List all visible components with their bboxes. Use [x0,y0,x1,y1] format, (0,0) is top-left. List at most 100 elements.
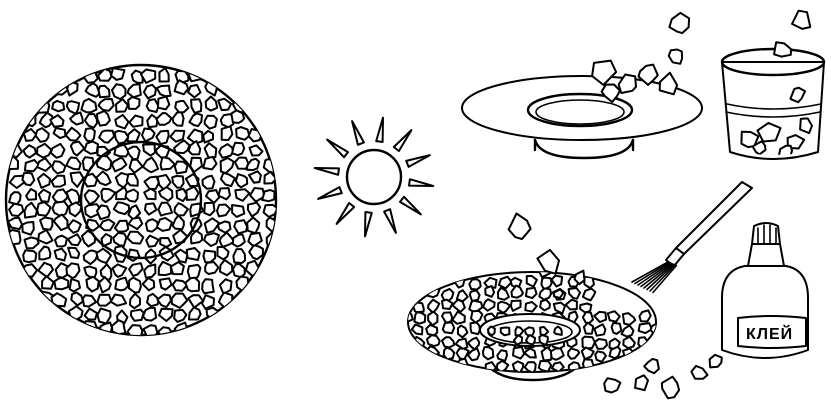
eggshell-piece [175,323,189,338]
eggshell-piece [233,249,245,263]
eggshell-piece [99,99,114,111]
sun-ray [384,209,396,233]
eggshell-piece [205,218,220,233]
eggshell-piece [26,189,36,200]
eggshell-piece [172,294,188,308]
eggshell-piece [37,144,51,158]
eggshell-piece [173,230,187,243]
sun-ray [365,212,372,236]
eggshell-piece [97,111,110,126]
eggshell-piece [231,110,244,123]
eggshell-piece [100,219,115,230]
eggshell-piece [206,190,219,203]
eggshell-piece [127,325,142,339]
eggshell-piece [157,218,172,231]
brush-bristles [632,262,676,293]
eggshell-piece [36,128,49,142]
eggshell-piece [127,147,139,160]
eggshell-piece [112,158,126,171]
eggshell-piece [710,355,722,368]
eggshell-piece [188,295,203,308]
eggshell-piece [539,361,551,372]
eggshell-piece [175,80,189,94]
eggshell-piece [204,233,219,246]
eggshell-piece [635,375,648,390]
eggshell-piece [131,310,144,321]
sun-ray [327,140,348,158]
eggshell-piece [97,249,112,263]
eggshell-piece [191,99,201,113]
eggshell-piece [42,276,54,289]
eggshell-piece [203,157,216,170]
eggshell-piece [70,279,80,291]
sun-ray [400,197,421,215]
eggshell-piece [111,68,125,80]
eggshell-piece [144,265,155,278]
eggshell-piece [604,378,620,392]
eggshell-piece [470,290,480,301]
sun-ray [394,130,412,151]
eggshell-piece [99,131,114,143]
sun-icon [315,118,434,237]
eggshell-piece [186,187,198,200]
eggshell-piece [247,159,260,170]
sun-ray [406,155,430,167]
eggshell-piece [132,71,143,83]
eggshell-piece [111,295,126,306]
eggshell-piece [52,101,64,111]
eggshell-piece [128,250,140,261]
eggshell-piece [68,248,79,258]
eggshell-piece [144,85,156,99]
eggshell-piece [113,264,127,277]
eggshell-piece [127,174,138,186]
eggshell-piece [52,176,65,187]
eggshell-piece [525,327,534,335]
eggshell-piece [174,310,186,322]
eggshell-piece [205,116,217,129]
eggshell-piece [22,173,34,186]
eggshell-piece [9,192,21,204]
eggshell-piece [156,131,168,144]
eggshell-piece [69,220,81,233]
sun-ray [318,187,342,199]
eggshell-piece [583,312,593,323]
eggshell-piece [582,337,595,349]
eggshell-piece [204,203,214,216]
eggshell-piece [98,309,111,324]
eggshell-piece [220,279,232,294]
eggshell-piece [68,234,81,245]
eggshell-piece [83,295,96,306]
eggshell-piece [233,264,245,277]
eggshell-piece [250,145,263,155]
eggshell-piece [501,328,510,336]
eggshell-piece [427,335,440,346]
eggshell-piece [483,347,493,359]
eggshell-piece [236,277,248,291]
eggshell-piece [188,85,200,97]
eggshell-piece [115,131,129,144]
eggshell-piece [171,262,184,274]
eggshell-piece [175,101,188,113]
eggshell-piece [22,222,34,235]
eggshell-piece [8,218,22,229]
eggshell-piece [234,220,247,233]
eggshell-piece [66,157,80,169]
eggshell-piece [126,190,139,202]
eggshell-piece [81,99,96,112]
eggshell-piece [101,189,115,203]
eggshell-piece [85,309,97,320]
eggshell-piece [9,144,22,158]
sun-ray [315,168,339,175]
eggshell-piece [232,205,244,217]
eggshell-piece [217,205,230,217]
eggshell-piece [7,230,21,245]
eggshell-piece [595,339,607,349]
eggshell-piece [584,323,593,334]
eggshell-piece [54,278,68,289]
eggshell-piece [221,158,234,173]
eggshell-piece [159,68,168,81]
eggshell-piece [488,327,495,336]
eggshell-piece [70,112,83,124]
eggshell-piece [130,160,143,173]
eggshell-piece [38,230,52,244]
